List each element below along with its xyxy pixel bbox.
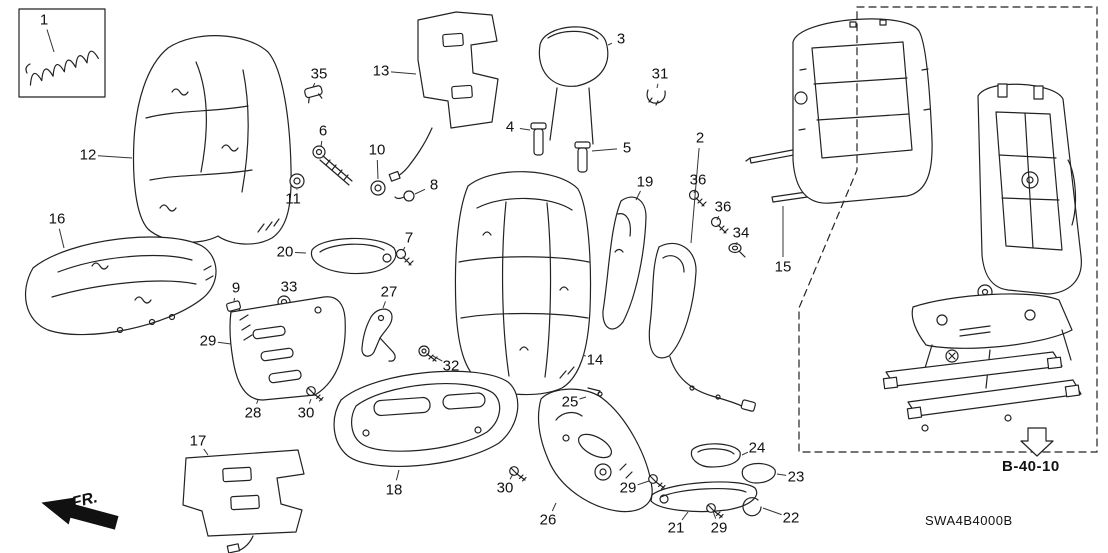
knob-cap-art [741,462,776,484]
seat-frame-assembly-art [882,83,1082,432]
nut-art [728,242,746,258]
part-callout-15[interactable]: 15 [774,258,792,276]
part-callout-23[interactable]: 23 [787,468,805,486]
side-airbag-module-art [648,242,756,412]
bolt-art [418,345,438,362]
seat-cushion-art [333,370,519,468]
part-callout-7[interactable]: 7 [404,229,414,247]
headrest-guide-art [530,122,591,173]
part-callout-26[interactable]: 26 [539,511,557,529]
drawing-number: SWA4B4000B [925,513,1013,528]
seat-back-cover-art [132,35,292,245]
part-callout-30[interactable]: 30 [297,404,315,422]
part-callout-24[interactable]: 24 [748,439,766,457]
part-callout-27[interactable]: 27 [380,283,398,301]
diagram-reference-code[interactable]: B-40-10 [1002,458,1060,475]
side-pad-art [602,196,647,330]
part-callout-28[interactable]: 28 [244,404,262,422]
part-callout-10[interactable]: 10 [368,141,386,159]
part-callout-9[interactable]: 9 [231,279,241,297]
recline-cover-outer-art [538,388,653,513]
part-callout-2[interactable]: 2 [695,129,705,147]
part-callout-16[interactable]: 16 [48,210,66,228]
harness-clip-art [646,89,666,106]
recline-cover-inner-art [229,296,346,401]
part-callout-30[interactable]: 30 [496,479,514,497]
part-callout-6[interactable]: 6 [318,122,328,140]
armrest-art [310,237,397,275]
coil-spring-box-art [18,8,106,98]
part-callout-5[interactable]: 5 [622,139,632,157]
part-callout-17[interactable]: 17 [189,432,207,450]
part-callout-19[interactable]: 19 [636,173,654,191]
part-callout-33[interactable]: 33 [280,278,298,296]
bolt-art [312,145,353,186]
part-callout-36[interactable]: 36 [689,171,707,189]
leader-lines [46,29,787,521]
part-callout-29[interactable]: 29 [199,332,217,350]
dashed-boundary [798,6,1098,453]
part-callout-29[interactable]: 29 [710,519,728,537]
clip-art [304,85,323,104]
part-callout-25[interactable]: 25 [561,393,579,411]
part-callout-4[interactable]: 4 [505,118,515,136]
part-callout-11[interactable]: 11 [285,190,301,208]
seat-back-pad-art [388,11,499,182]
part-callout-3[interactable]: 3 [616,30,626,48]
part-callout-32[interactable]: 32 [442,357,460,375]
headrest-art [538,26,609,145]
seat-back-art [454,171,592,396]
part-callout-18[interactable]: 18 [385,481,403,499]
reference-arrow-icon [1020,427,1054,457]
part-callout-36[interactable]: 36 [714,198,732,216]
c-ring-art [742,497,762,517]
seat-back-frame-art [792,18,933,204]
part-callout-35[interactable]: 35 [310,65,328,83]
fr-direction-arrow-icon [41,497,119,530]
seat-cushion-cover-art [25,236,217,336]
lever-strap-art [361,308,396,362]
recline-handle-art [650,481,758,513]
part-callout-8[interactable]: 8 [429,176,439,194]
handle-cap-art [690,443,741,468]
seat-cushion-pad-art [182,449,305,553]
part-callout-13[interactable]: 13 [372,62,390,80]
ring-art [394,190,415,202]
part-callout-12[interactable]: 12 [79,146,97,164]
part-callout-22[interactable]: 22 [782,509,800,527]
part-callout-29[interactable]: 29 [619,479,637,497]
part-callout-20[interactable]: 20 [276,243,294,261]
part-callout-1[interactable]: 1 [39,11,49,29]
part-callout-14[interactable]: 14 [586,351,604,369]
part-callout-31[interactable]: 31 [651,65,669,83]
part-callout-21[interactable]: 21 [667,519,685,537]
part-callout-34[interactable]: 34 [732,224,750,242]
